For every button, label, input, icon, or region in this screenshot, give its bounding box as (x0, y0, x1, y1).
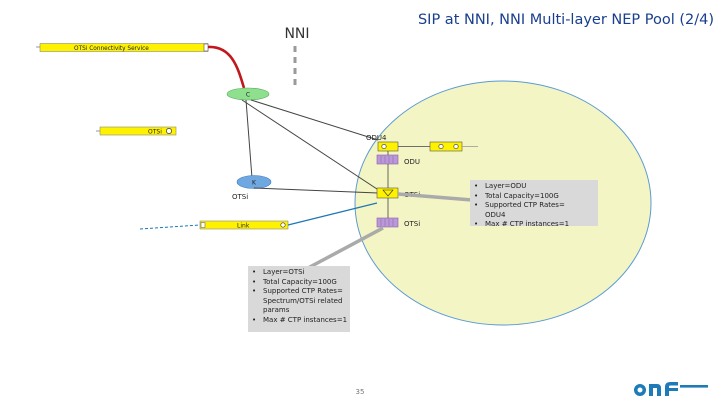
line-k-to-otsi (253, 187, 379, 194)
otsi-bar (99, 126, 177, 136)
slide-title: SIP at NNI, NNI Multi-layer NEP Pool (2/… (418, 12, 714, 28)
page-number: 35 (356, 388, 365, 396)
red-service-line (207, 45, 246, 89)
odu-callout-pointer (397, 192, 473, 202)
nni-label: NNI (284, 26, 309, 42)
link-dashed-line (139, 224, 201, 230)
odu-label: ODU (404, 158, 420, 166)
otsi-properties-list: Layer=OTSi Total Capacity=100G Supported… (252, 268, 348, 326)
link-bar-label: Link (237, 223, 250, 230)
odu-properties-list: Layer=ODU Total Capacity=100G Supported … (474, 182, 584, 230)
node-c (226, 87, 270, 101)
otsi-label-lower: OTSi (404, 220, 420, 228)
link-bar-endpoint-right (280, 222, 286, 228)
odu4-label: ODU4 (366, 134, 387, 142)
otsi-nep-triangle-icon (382, 189, 394, 197)
odu-property-item: Layer=ODU (474, 182, 584, 192)
otsi-nep-lower (376, 217, 399, 228)
otsi-property-item: Max # CTP instances=1 (252, 316, 348, 326)
odu4-remote-endpoint-a (438, 144, 444, 150)
node-c-label: C (246, 92, 250, 99)
line-c-to-k (245, 99, 253, 179)
otsi-nep (376, 187, 399, 199)
node-k-label: K (252, 180, 257, 187)
otsi-property-item: Layer=OTSi (252, 268, 348, 278)
odu-property-item: Supported CTP Rates= ODU4 (474, 201, 584, 220)
otsi-bar-endpoint (166, 128, 172, 134)
odu-nep (376, 154, 399, 165)
odu-property-item: Total Capacity=100G (474, 192, 584, 202)
link-bar-endpoint-left (200, 222, 206, 228)
line-c-to-otsi (241, 99, 381, 192)
odu4-remote-endpoint-b (453, 144, 459, 150)
otsi-callout-pointer (307, 226, 384, 270)
onf-logo (634, 382, 708, 396)
otsi-property-item: Total Capacity=100G (252, 278, 348, 288)
otsi-property-item: Supported CTP Rates= Spectrum/OTSi relat… (252, 287, 348, 316)
otsi-connectivity-service-label: OTSi Connectivity Service (74, 46, 149, 52)
otsi-label-left: OTSi (232, 193, 248, 201)
line-c-to-odu4 (250, 99, 379, 141)
odu4-port (377, 141, 399, 152)
otsi-bar-label: OTSi (148, 129, 162, 136)
cs-endpoint (203, 43, 209, 52)
odu4-port-endpoint (381, 144, 387, 150)
blue-link-line (287, 202, 378, 226)
odu-property-item: Max # CTP instances=1 (474, 220, 584, 230)
